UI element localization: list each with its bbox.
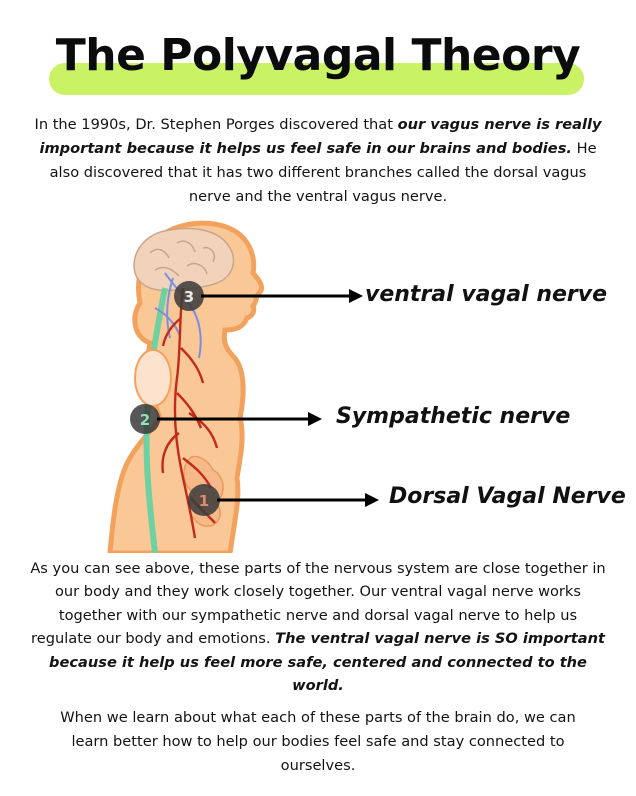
- intro-text-2: He also discovered that it has two diffe…: [49, 140, 597, 205]
- marker-ventral-number: 3: [184, 288, 194, 306]
- arrow-dorsal-head: [365, 493, 379, 507]
- marker-sympathetic: [130, 404, 160, 434]
- marker-dorsal-number: 1: [199, 492, 209, 510]
- brain: [133, 227, 235, 292]
- arrow-ventral-head: [349, 289, 363, 303]
- explanation-paragraph: As you can see above, these parts of the…: [28, 557, 608, 697]
- intro-emphasis: our vagus nerve is really important beca…: [39, 116, 602, 157]
- label-ventral-vagal-nerve: ventral vagal nerve: [365, 282, 608, 307]
- label-sympathetic-nerve: Sympathetic nerve: [336, 404, 571, 429]
- marker-sympathetic-number: 2: [140, 411, 150, 429]
- title-highlight: [49, 63, 584, 95]
- intro-text-1: In the 1990s, Dr. Stephen Porges discove…: [34, 116, 398, 133]
- page-title: The Polyvagal Theory: [55, 30, 581, 81]
- lung-shape: [134, 349, 172, 407]
- marker-ventral: [174, 281, 204, 311]
- marker-dorsal: [188, 484, 220, 516]
- explanation-emphasis: The ventral vagal nerve is SO important …: [49, 630, 605, 695]
- intro-paragraph: In the 1990s, Dr. Stephen Porges discove…: [30, 113, 606, 209]
- arrow-sympathetic-head: [308, 412, 322, 426]
- title-banner: The Polyvagal Theory: [0, 0, 636, 110]
- label-dorsal-vagal-nerve: Dorsal Vagal Nerve: [389, 484, 626, 509]
- nervous-system-diagram: 3 2 1: [107, 220, 379, 553]
- brain-folds: [149, 240, 215, 277]
- closing-paragraph: When we learn about what each of these p…: [60, 709, 576, 774]
- explanation-text: As you can see above, these parts of the…: [30, 560, 606, 648]
